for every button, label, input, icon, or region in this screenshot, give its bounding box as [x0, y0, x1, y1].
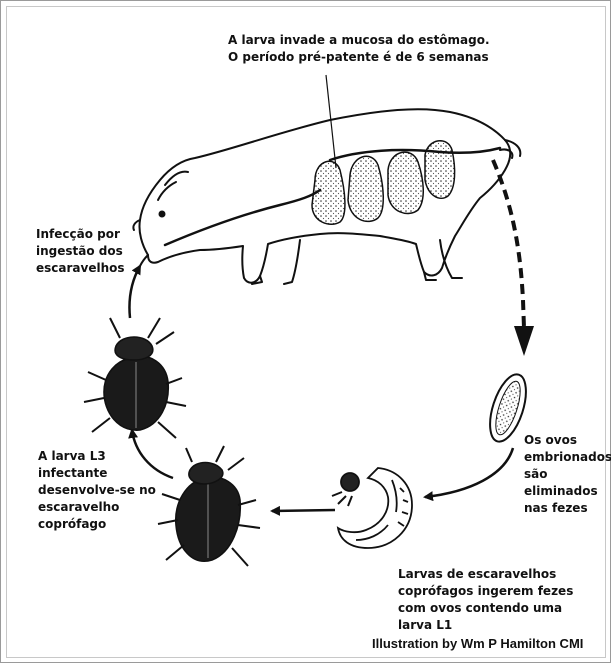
larva-to-beetle-arrow — [272, 510, 335, 511]
illustration-credit: Illustration by Wm P Hamilton CMI — [372, 636, 583, 651]
beetle-to-pig-arrow — [129, 266, 140, 318]
beetle-larvae-label: Larvas de escaravelhos coprófagos ingere… — [398, 566, 573, 634]
infection-label: Infecção por ingestão dos escaravelhos — [36, 226, 125, 277]
shedding-arrow-line — [493, 160, 524, 328]
eggs-shed-label: Os ovos embrionados são eliminados nas f… — [524, 432, 611, 517]
pig-drawing — [133, 109, 520, 284]
beetle-larva-drawing — [332, 468, 412, 548]
egg-to-larva-arrow — [425, 448, 513, 497]
lower-dung-beetle-drawing — [158, 446, 260, 566]
shedding-arrowhead — [514, 326, 534, 356]
stomach-invasion-label: A larva invade a mucosa do estômago. O p… — [228, 32, 490, 66]
l3-development-label: A larva L3 infectante desenvolve-se no e… — [38, 448, 156, 533]
upper-dung-beetle-drawing — [84, 318, 186, 438]
